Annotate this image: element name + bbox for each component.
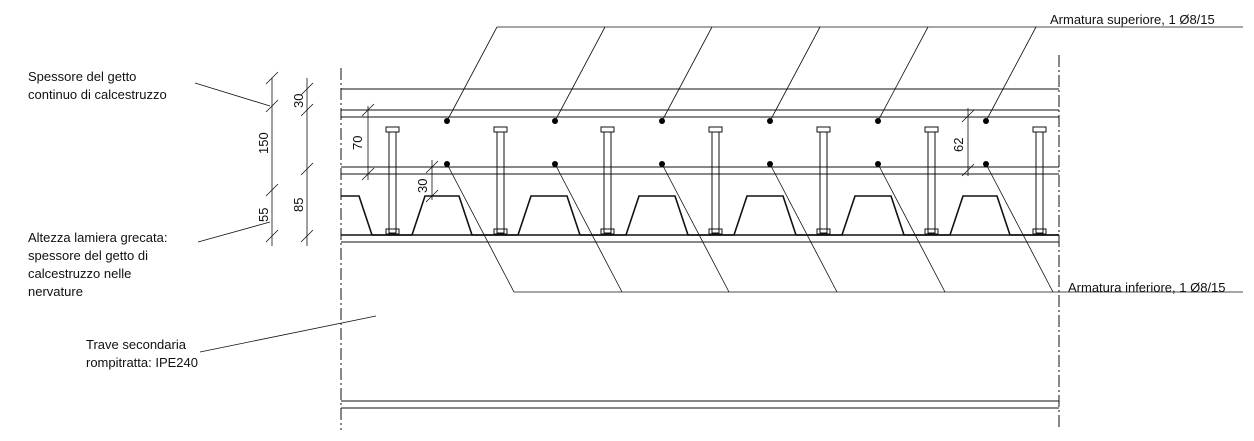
top-rebar-dots <box>444 118 989 124</box>
corrugated-deck <box>341 195 1059 236</box>
label-deck-4: nervature <box>28 284 83 299</box>
label-deck-1: Altezza lamiera grecata: <box>28 230 167 245</box>
label-leaders <box>194 82 377 353</box>
dim-55: 55 <box>256 208 271 222</box>
stud <box>708 126 723 235</box>
label-deck-3: calcestruzzo nelle <box>28 266 131 281</box>
dim-62: 62 <box>951 138 966 152</box>
top-rebar-leaders <box>446 26 1243 122</box>
shear-studs <box>385 126 1047 235</box>
label-slab-thickness-1: Spessore del getto <box>28 69 136 84</box>
dim-30-top: 30 <box>291 94 306 108</box>
stud <box>1032 126 1047 235</box>
stud <box>493 126 508 235</box>
label-beam-2: rompitratta: IPE240 <box>86 355 198 370</box>
dim-30-mid: 30 <box>415 179 430 193</box>
label-rebar-bottom: Armatura inferiore, 1 Ø8/15 <box>1068 280 1226 295</box>
slab-lines <box>341 88 1059 409</box>
bottom-rebar-dots <box>444 161 989 167</box>
dim-70: 70 <box>350 136 365 150</box>
label-deck-2: spessore del getto di <box>28 248 148 263</box>
stud <box>924 126 939 235</box>
dim-85: 85 <box>291 198 306 212</box>
dimension-lines <box>265 71 975 246</box>
label-slab-thickness-2: continuo di calcestruzzo <box>28 87 167 102</box>
dim-150: 150 <box>256 132 271 154</box>
stud <box>816 126 831 235</box>
label-rebar-top: Armatura superiore, 1 Ø8/15 <box>1050 12 1215 27</box>
stud <box>600 126 615 235</box>
stud <box>385 126 400 235</box>
bottom-rebar-leaders <box>446 163 1243 293</box>
label-beam-1: Trave secondaria <box>86 337 187 352</box>
